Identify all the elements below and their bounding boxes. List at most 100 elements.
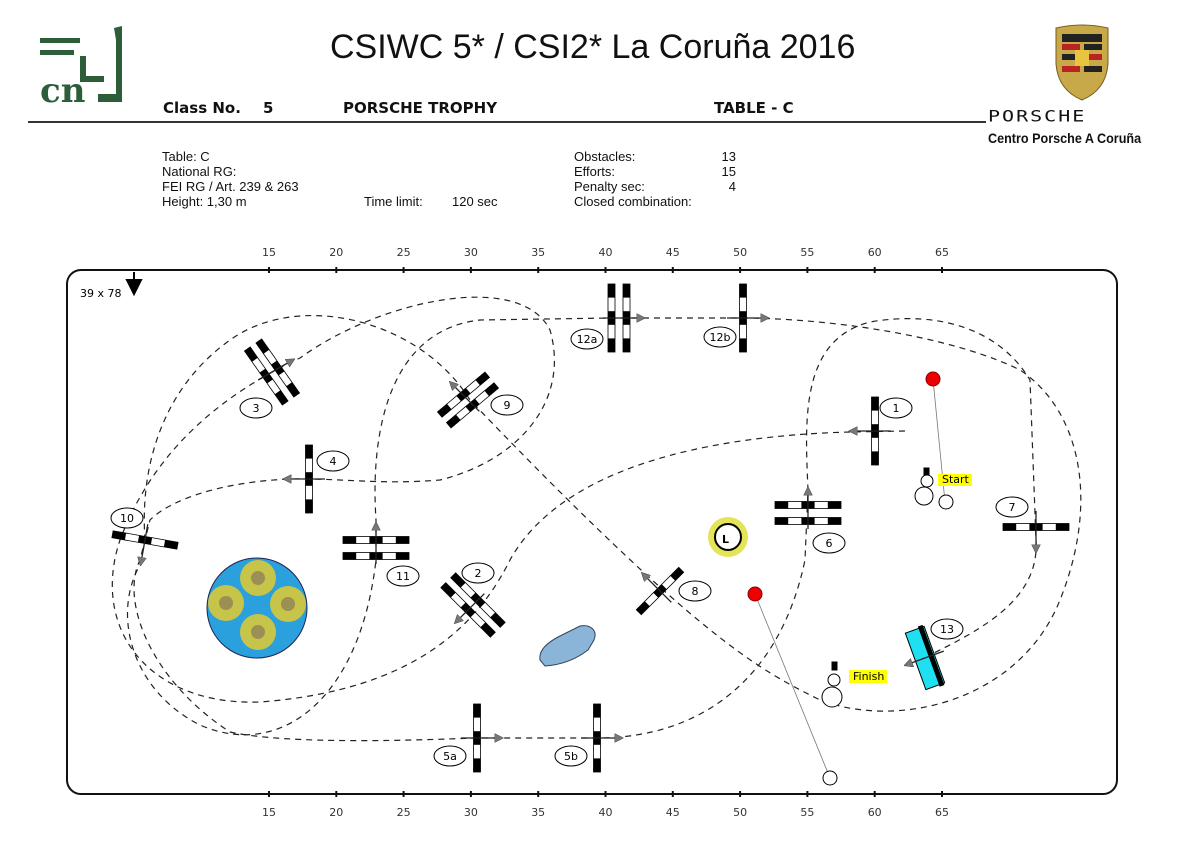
table-type: TABLE - C bbox=[714, 99, 794, 117]
scale-tick-label: 20 bbox=[329, 806, 343, 819]
fence-number-badge bbox=[554, 745, 588, 767]
scale-tick-label: 45 bbox=[666, 246, 680, 259]
start-flag-white bbox=[938, 494, 954, 510]
fence-number-badge bbox=[570, 328, 604, 350]
direction-arrow-icon bbox=[457, 593, 485, 621]
scale-tick-label: 50 bbox=[733, 246, 747, 259]
scale-tick-label: 25 bbox=[397, 806, 411, 819]
class-name: PORSCHE TROPHY bbox=[343, 99, 498, 117]
fence-number-badge bbox=[995, 496, 1029, 518]
scale-tick-label: 20 bbox=[329, 246, 343, 259]
fence-number: 5b bbox=[564, 750, 578, 763]
fence-number-badge bbox=[239, 397, 273, 419]
start-snowman-icon bbox=[914, 467, 934, 506]
fence-number-badge bbox=[461, 562, 495, 584]
penalty-label: Penalty sec: bbox=[574, 179, 645, 194]
water-jump-obstacle bbox=[206, 557, 308, 659]
fence-number-badge bbox=[812, 532, 846, 554]
car-icon bbox=[539, 625, 596, 667]
svg-text:L: L bbox=[722, 533, 729, 546]
efforts-row: Efforts: 15 bbox=[574, 164, 736, 179]
fence-number: 9 bbox=[504, 399, 511, 412]
direction-arrow-icon bbox=[644, 575, 672, 603]
scale-tick-label: 60 bbox=[868, 246, 882, 259]
scale-tick-label: 65 bbox=[935, 806, 949, 819]
fence-number: 7 bbox=[1009, 501, 1016, 514]
finish-flag-red bbox=[747, 586, 763, 602]
scale-tick-label: 40 bbox=[599, 806, 613, 819]
entry-arrow-icon bbox=[125, 272, 143, 297]
fence-number-badge bbox=[930, 618, 964, 640]
fence-number-badge bbox=[316, 450, 350, 472]
scale-tick-label: 15 bbox=[262, 806, 276, 819]
scale-tick-label: 60 bbox=[868, 806, 882, 819]
fence-number: 11 bbox=[396, 570, 410, 583]
efforts-value: 15 bbox=[721, 164, 736, 179]
finish-label-bg bbox=[849, 670, 887, 683]
fence-number-badge bbox=[386, 565, 420, 587]
fence-number-badge bbox=[433, 745, 467, 767]
fence-number: 12a bbox=[577, 333, 598, 346]
fence-number: 6 bbox=[826, 537, 833, 550]
page-title: CSIWC 5* / CSI2* La Coruña 2016 bbox=[330, 28, 856, 66]
fence-number: 13 bbox=[940, 623, 954, 636]
fence-number: 3 bbox=[253, 402, 260, 415]
obstacles-label: Obstacles: bbox=[574, 149, 636, 164]
fence-number: 1 bbox=[893, 402, 900, 415]
arena-boundary bbox=[66, 269, 1118, 795]
scale-tick-label: 55 bbox=[800, 806, 814, 819]
start-label-bg bbox=[938, 474, 972, 486]
height-info: Height: 1,30 m bbox=[162, 194, 247, 209]
fence-number: 4 bbox=[330, 455, 337, 468]
fence-number-badge bbox=[678, 580, 712, 602]
clock-icon: L bbox=[708, 517, 748, 557]
arena-size: 39 x 78 bbox=[80, 287, 122, 300]
obstacles-value: 13 bbox=[721, 149, 736, 164]
scale-tick-label: 50 bbox=[733, 806, 747, 819]
fei-rg: FEI RG / Art. 239 & 263 bbox=[162, 179, 299, 194]
fence-number-badge bbox=[879, 397, 913, 419]
fence-number-badge bbox=[110, 507, 144, 529]
scale-tick-label: 55 bbox=[800, 246, 814, 259]
fence-number: 2 bbox=[475, 567, 482, 580]
scale-tick-label: 30 bbox=[464, 806, 478, 819]
start-flag-red bbox=[925, 371, 941, 387]
header-divider bbox=[28, 121, 986, 123]
porsche-crest-icon bbox=[1055, 24, 1109, 101]
penalty-row: Penalty sec: 4 bbox=[574, 179, 736, 194]
finish-flag-white bbox=[822, 770, 838, 786]
finish-snowman-icon bbox=[821, 661, 843, 708]
direction-arrow-icon bbox=[141, 524, 149, 561]
national-rg: National RG: bbox=[162, 164, 237, 179]
efforts-label: Efforts: bbox=[574, 164, 615, 179]
class-number: 5 bbox=[263, 99, 274, 117]
svg-text:cn: cn bbox=[40, 71, 85, 108]
scale-tick-label: 30 bbox=[464, 246, 478, 259]
fence-number: 12b bbox=[710, 331, 731, 344]
finish-label: Finish bbox=[853, 670, 884, 683]
porsche-wordmark: PORSCHE bbox=[988, 106, 1087, 126]
start-label: Start bbox=[942, 473, 970, 486]
scale-tick-label: 40 bbox=[599, 246, 613, 259]
cn-logo: cn bbox=[40, 26, 122, 108]
scale-tick-label: 45 bbox=[666, 806, 680, 819]
direction-arrow-icon bbox=[257, 361, 291, 381]
closed-combination-row: Closed combination: bbox=[574, 194, 736, 209]
time-limit-value: 120 sec bbox=[452, 194, 498, 209]
fence-number: 5a bbox=[443, 750, 457, 763]
fence-number-badge bbox=[490, 394, 524, 416]
dealer-name: Centro Porsche A Coruña bbox=[988, 130, 1142, 146]
scale-tick-label: 65 bbox=[935, 246, 949, 259]
fence-number-badge bbox=[703, 326, 737, 348]
course-route bbox=[111, 296, 1082, 742]
fence-number: 8 bbox=[692, 585, 699, 598]
class-label: Class No. bbox=[163, 99, 241, 117]
scale-tick-label: 25 bbox=[397, 246, 411, 259]
fence-number: 10 bbox=[120, 512, 134, 525]
table-info: Table: C bbox=[162, 149, 210, 164]
penalty-value: 4 bbox=[728, 179, 736, 194]
time-limit-label: Time limit: bbox=[364, 194, 423, 209]
scale-tick-label: 15 bbox=[262, 246, 276, 259]
obstacles-row: Obstacles: 13 bbox=[574, 149, 736, 164]
